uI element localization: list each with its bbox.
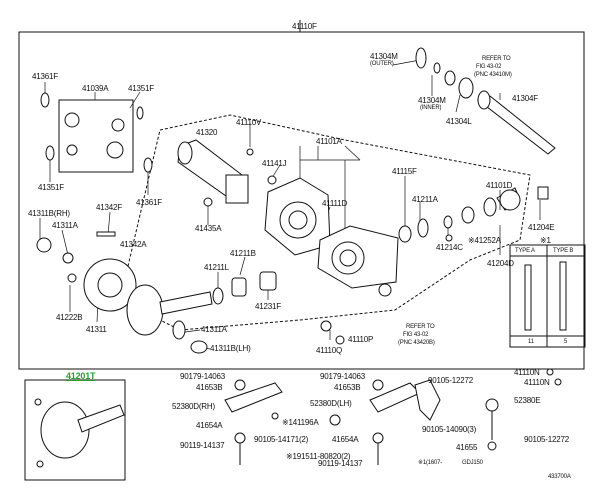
part-41653B-a[interactable]: 41653B bbox=[196, 383, 223, 392]
bolt-90105-14171[interactable]: 90105-14171(2) bbox=[254, 435, 309, 444]
part-41351F-a[interactable]: 41351F bbox=[128, 84, 154, 93]
bolt-90105-12272-b[interactable]: 90105-12272 bbox=[524, 435, 569, 444]
part-41110P[interactable]: 41110P bbox=[348, 335, 374, 344]
part-41231F[interactable]: 41231F bbox=[255, 302, 281, 311]
part-41435A[interactable]: 41435A bbox=[195, 224, 222, 233]
bolt-90105-12272-a[interactable]: 90105-12272 bbox=[428, 376, 473, 385]
inner-note: (INNER) bbox=[420, 105, 442, 111]
refer-note-1c: (PNC 43410M) bbox=[474, 72, 512, 78]
part-41311[interactable]: 41311 bbox=[86, 325, 107, 334]
part-52380D-RH[interactable]: 52380D(RH) bbox=[172, 402, 215, 411]
part-41361F-a[interactable]: 41361F bbox=[32, 72, 58, 81]
part-41311B-RH[interactable]: 41311B(RH) bbox=[28, 209, 70, 218]
part-41311A-a[interactable]: 41311A bbox=[52, 221, 78, 230]
part-41342F[interactable]: 41342F bbox=[96, 203, 122, 212]
part-41110N-b[interactable]: 41110N bbox=[524, 378, 550, 387]
part-41351F-b[interactable]: 41351F bbox=[38, 183, 64, 192]
footnote-1607: ※1(1607- bbox=[418, 460, 443, 466]
part-52380D-LH[interactable]: 52380D(LH) bbox=[310, 399, 352, 408]
part-41111D[interactable]: 41111D bbox=[322, 199, 348, 208]
type-b-dim: 5 bbox=[564, 339, 568, 345]
part-41110Q[interactable]: 41110Q bbox=[316, 346, 343, 355]
part-41211L[interactable]: 41211L bbox=[204, 263, 229, 272]
part-41204D[interactable]: 41204D bbox=[487, 259, 514, 268]
part-41361F-b[interactable]: 41361F bbox=[136, 198, 162, 207]
lower-ring-gear bbox=[40, 401, 90, 459]
part-41654A-a[interactable]: 41654A bbox=[196, 421, 223, 430]
part-41211A[interactable]: 41211A bbox=[412, 195, 438, 204]
part-41342A[interactable]: 41342A bbox=[120, 240, 147, 249]
part-41304L[interactable]: 41304L bbox=[446, 117, 472, 126]
part-41304F[interactable]: 41304F bbox=[512, 94, 538, 103]
footnote-gdj150: GDJ150 bbox=[462, 460, 483, 466]
part-41311A-b[interactable]: 41311A bbox=[201, 325, 227, 334]
part-41304M-inner[interactable]: 41304M bbox=[418, 96, 446, 105]
bolt-90179-14063-b[interactable]: 90179-14063 bbox=[320, 372, 365, 381]
part-41653B-b[interactable]: 41653B bbox=[334, 383, 361, 392]
type-b-label: TYPE B bbox=[553, 248, 574, 254]
refer-note-1a: REFER TO bbox=[482, 56, 511, 62]
refer-note-2c: (PNC 43420B) bbox=[398, 340, 435, 346]
ring-gear bbox=[126, 284, 164, 336]
refer-note-1b[interactable]: FIG 43-02 bbox=[476, 64, 502, 70]
lower-link-rh bbox=[224, 382, 283, 413]
type-a-label: TYPE A bbox=[515, 248, 535, 254]
part-41141J[interactable]: 41141J bbox=[262, 159, 287, 168]
part-141196A[interactable]: ※141196A bbox=[282, 418, 319, 427]
main-frame bbox=[18, 31, 585, 370]
bolt-90179-14063-a[interactable]: 90179-14063 bbox=[180, 372, 225, 381]
part-41101D[interactable]: 41101D bbox=[486, 181, 513, 190]
part-41214C[interactable]: 41214C bbox=[436, 243, 463, 252]
part-41655[interactable]: 41655 bbox=[456, 443, 478, 452]
part-41654A-b[interactable]: 41654A bbox=[332, 435, 359, 444]
part-41204E[interactable]: 41204E bbox=[528, 223, 555, 232]
part-41252A[interactable]: ※41252A bbox=[468, 236, 501, 245]
part-41222B[interactable]: 41222B bbox=[56, 313, 83, 322]
bolt-90119-14137-b[interactable]: 90119-14137 bbox=[318, 459, 363, 468]
part-52380E[interactable]: 52380E bbox=[514, 396, 541, 405]
part-41110F[interactable]: 41110F bbox=[292, 22, 317, 31]
part-41101A[interactable]: 41101A bbox=[316, 137, 342, 146]
bolt-90119-14137-a[interactable]: 90119-14137 bbox=[180, 441, 225, 450]
figure-number: 433700A bbox=[548, 474, 571, 480]
type-a-dim: 11 bbox=[528, 339, 534, 345]
refer-note-2b[interactable]: FIG 43-02 bbox=[403, 332, 429, 338]
outer-note: (OUTER) bbox=[370, 61, 394, 67]
part-41304M-outer[interactable]: 41304M bbox=[370, 52, 398, 61]
refer-note-2a: REFER TO bbox=[406, 324, 435, 330]
part-191511-80820[interactable]: ※191511-80820(2) bbox=[286, 452, 351, 461]
part-41110N-a[interactable]: 41110N bbox=[514, 368, 540, 377]
part-41320[interactable]: 41320 bbox=[196, 128, 218, 137]
part-41110V[interactable]: 41110V bbox=[236, 118, 262, 127]
part-41311B-LH[interactable]: 41311B(LH) bbox=[210, 344, 251, 353]
part-41211B[interactable]: 41211B bbox=[230, 249, 256, 258]
part-41115F[interactable]: 41115F bbox=[392, 167, 417, 176]
part-41039A[interactable]: 41039A bbox=[82, 84, 109, 93]
bolt-90105-14090[interactable]: 90105-14090(3) bbox=[422, 425, 477, 434]
part-41201T-highlighted[interactable]: 41201T bbox=[66, 371, 96, 381]
gear-inset bbox=[24, 379, 126, 481]
note-1: ※1 bbox=[540, 236, 551, 245]
